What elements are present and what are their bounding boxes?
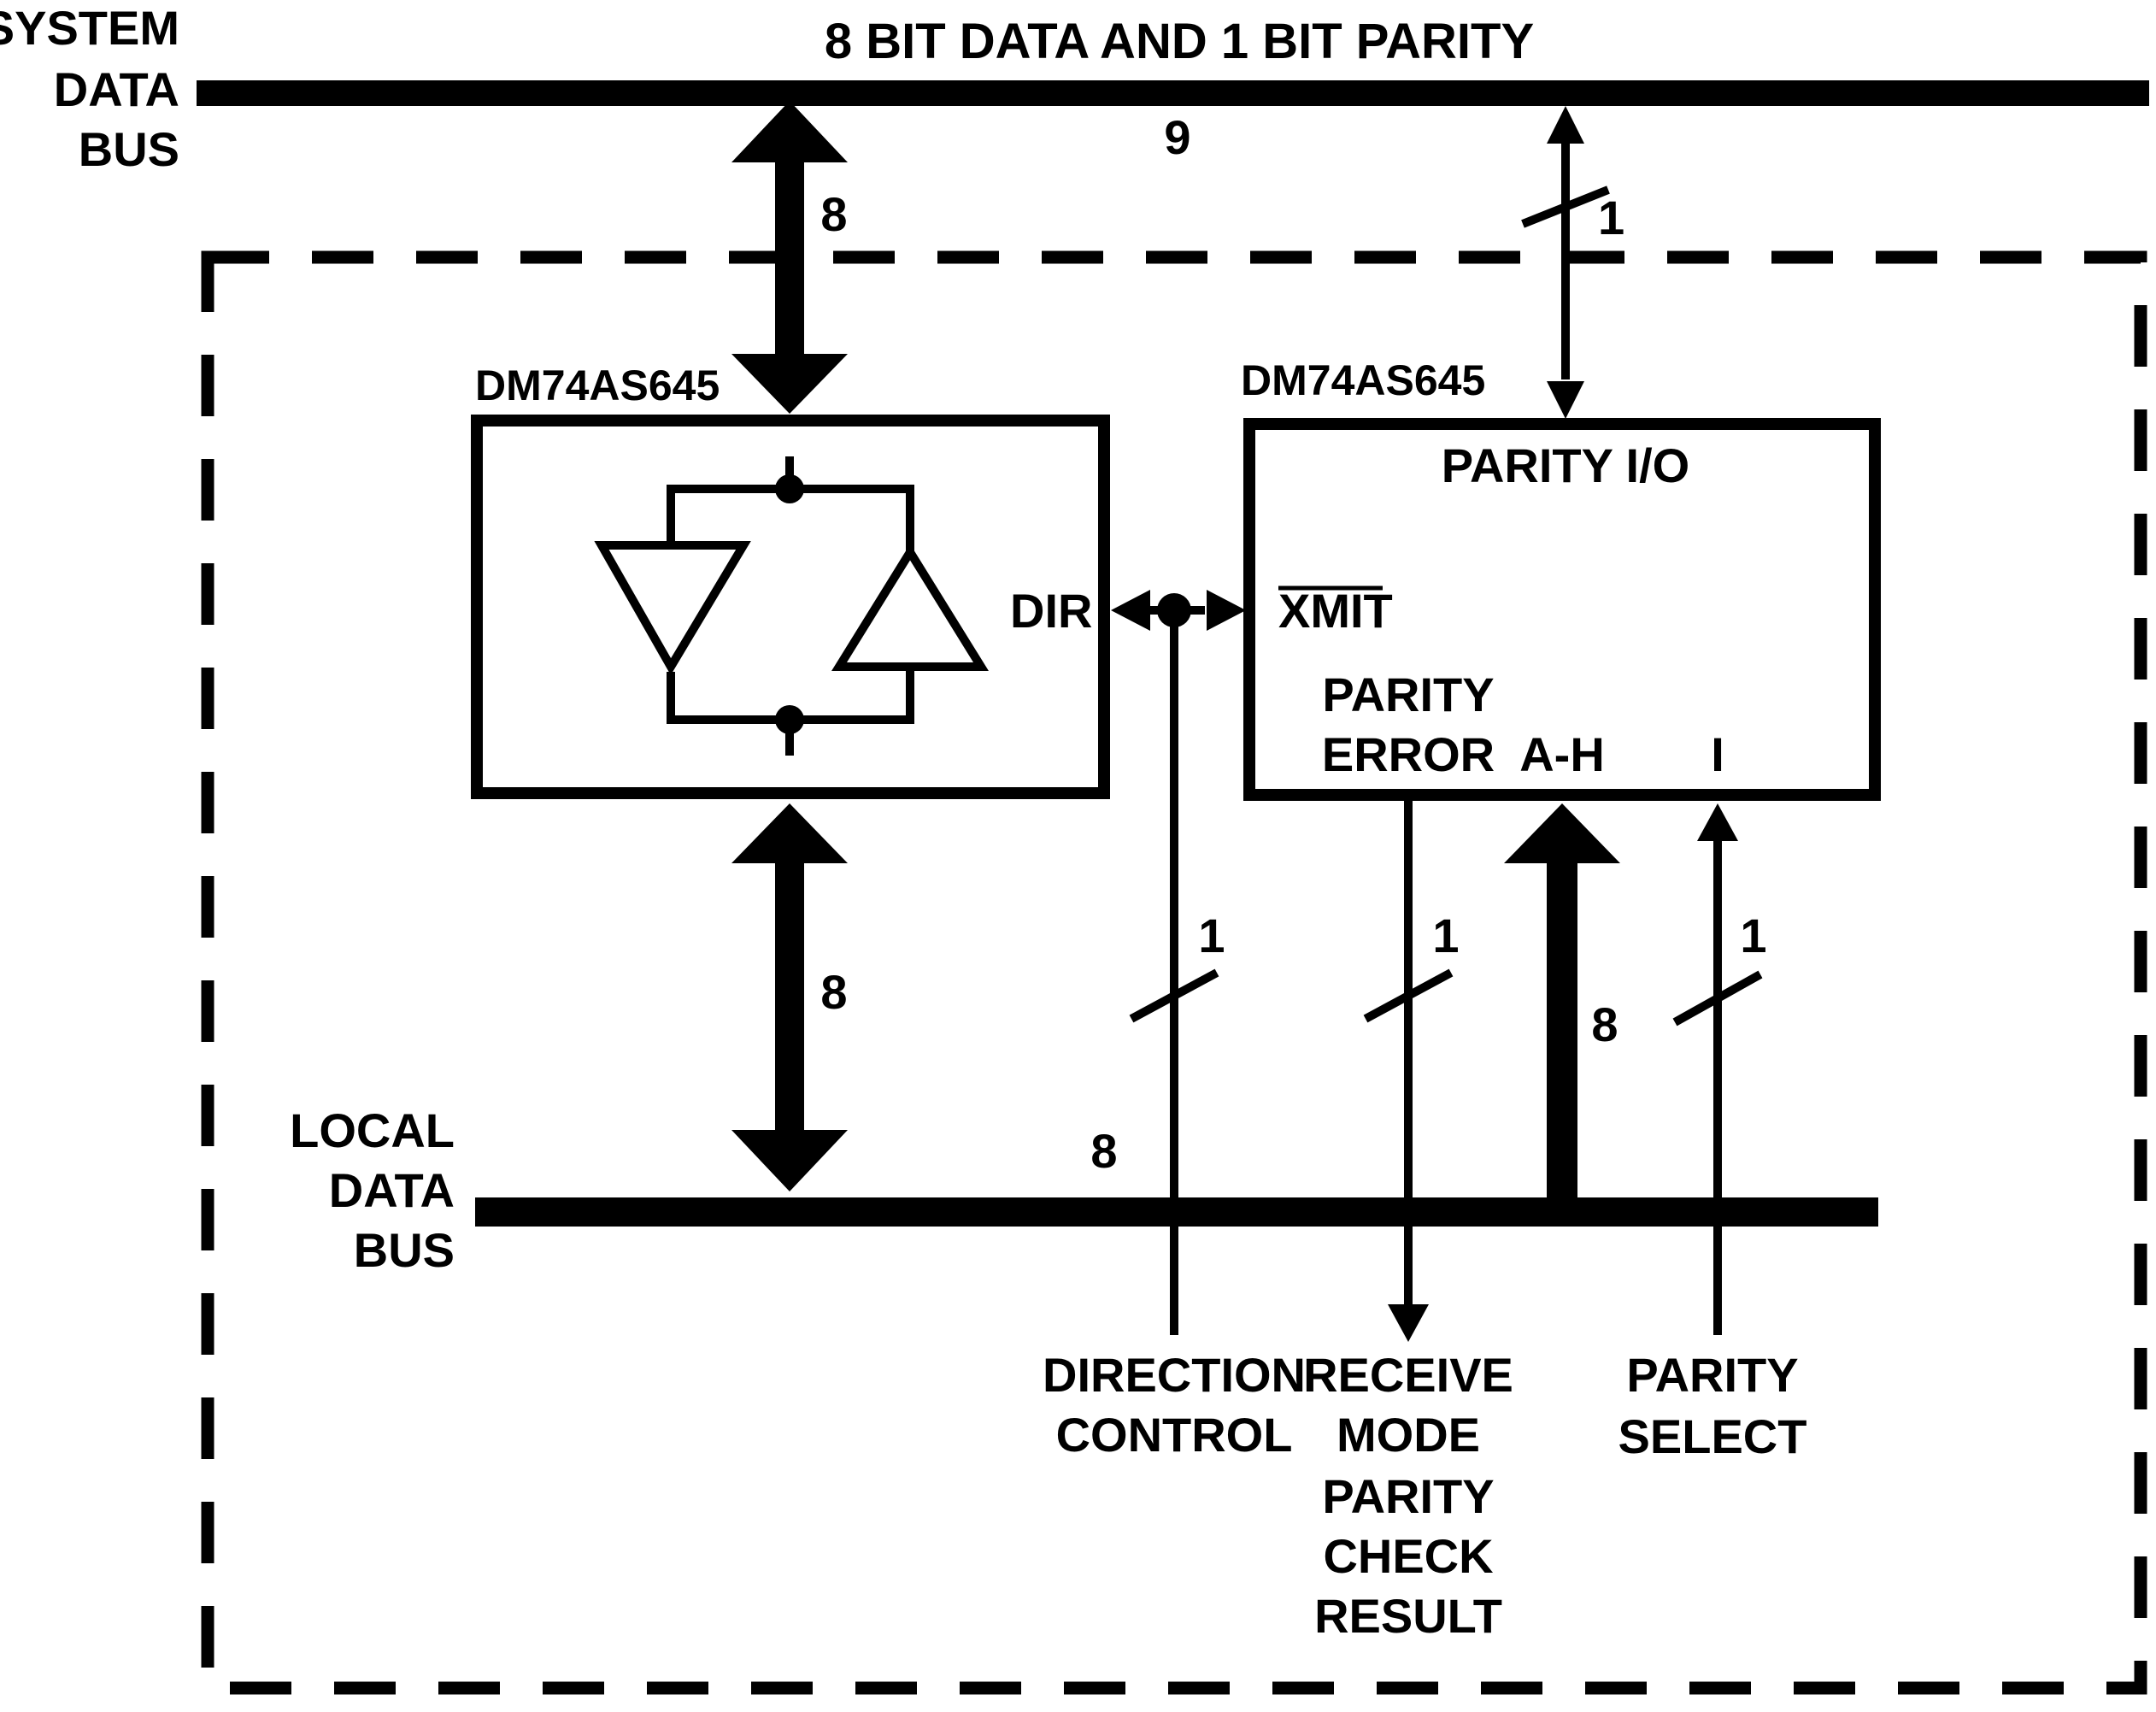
receive-label-4: CHECK [1323, 1529, 1493, 1583]
parity-part-number: DM74AS645 [1241, 356, 1485, 404]
ah-bus-arrow [1504, 803, 1620, 1205]
direction-label-1: DIRECTION [1043, 1348, 1306, 1402]
transceiver-upper-width: 8 [820, 187, 847, 241]
system-bus-label-1: SYSTEM [0, 1, 179, 55]
select-width: 1 [1740, 909, 1766, 962]
ah-label: A-H [1519, 727, 1605, 781]
parity-error-label-1: PARITY [1322, 668, 1494, 721]
receive-label-5: RESULT [1314, 1589, 1502, 1643]
xmit-label: XMIT [1278, 584, 1393, 638]
parity-bit-line [1521, 106, 1610, 419]
buffer-junctions [775, 456, 804, 756]
transceiver-upper-bus-arrow [731, 101, 848, 414]
parity-chip-title: PARITY I/O [1442, 438, 1689, 492]
system-bus-title: 8 BIT DATA AND 1 BIT PARITY [825, 14, 1534, 69]
direction-label-2: CONTROL [1056, 1408, 1293, 1462]
select-label-2: SELECT [1618, 1409, 1807, 1463]
receive-parity-line [1363, 800, 1454, 1342]
local-bus-width: 8 [1090, 1124, 1117, 1178]
receive-label-3: PARITY [1322, 1469, 1494, 1523]
i-label: I [1711, 727, 1724, 781]
system-bus-width: 9 [1164, 110, 1190, 164]
parity-chip-box [1243, 418, 1881, 801]
local-bus-label-2: DATA [329, 1163, 455, 1217]
transceiver-lower-bus-arrow [731, 803, 848, 1191]
receive-width: 1 [1432, 909, 1459, 962]
ah-width: 8 [1591, 997, 1618, 1051]
direction-control-line [1129, 610, 1219, 1335]
parity-error-label-2: ERROR [1322, 727, 1495, 781]
receive-label-2: MODE [1336, 1408, 1480, 1462]
receive-label-1: RECEIVE [1303, 1348, 1513, 1402]
transceiver-part-number: DM74AS645 [475, 362, 720, 409]
dir-label: DIR [1010, 584, 1092, 638]
buffer-up-triangle [831, 544, 989, 671]
select-label-1: PARITY [1626, 1348, 1798, 1402]
system-bus-label-3: BUS [79, 122, 179, 176]
system-bus-label-2: DATA [54, 62, 179, 116]
local-bus-label-3: BUS [354, 1223, 455, 1277]
parity-select-line [1672, 803, 1763, 1335]
transceiver-lower-width: 8 [820, 965, 847, 1019]
direction-width: 1 [1198, 909, 1225, 962]
local-bus-label-1: LOCAL [290, 1103, 455, 1157]
module-boundary [201, 250, 2147, 1695]
parity-bit-width: 1 [1598, 191, 1624, 244]
buffer-down-triangle [594, 541, 751, 675]
